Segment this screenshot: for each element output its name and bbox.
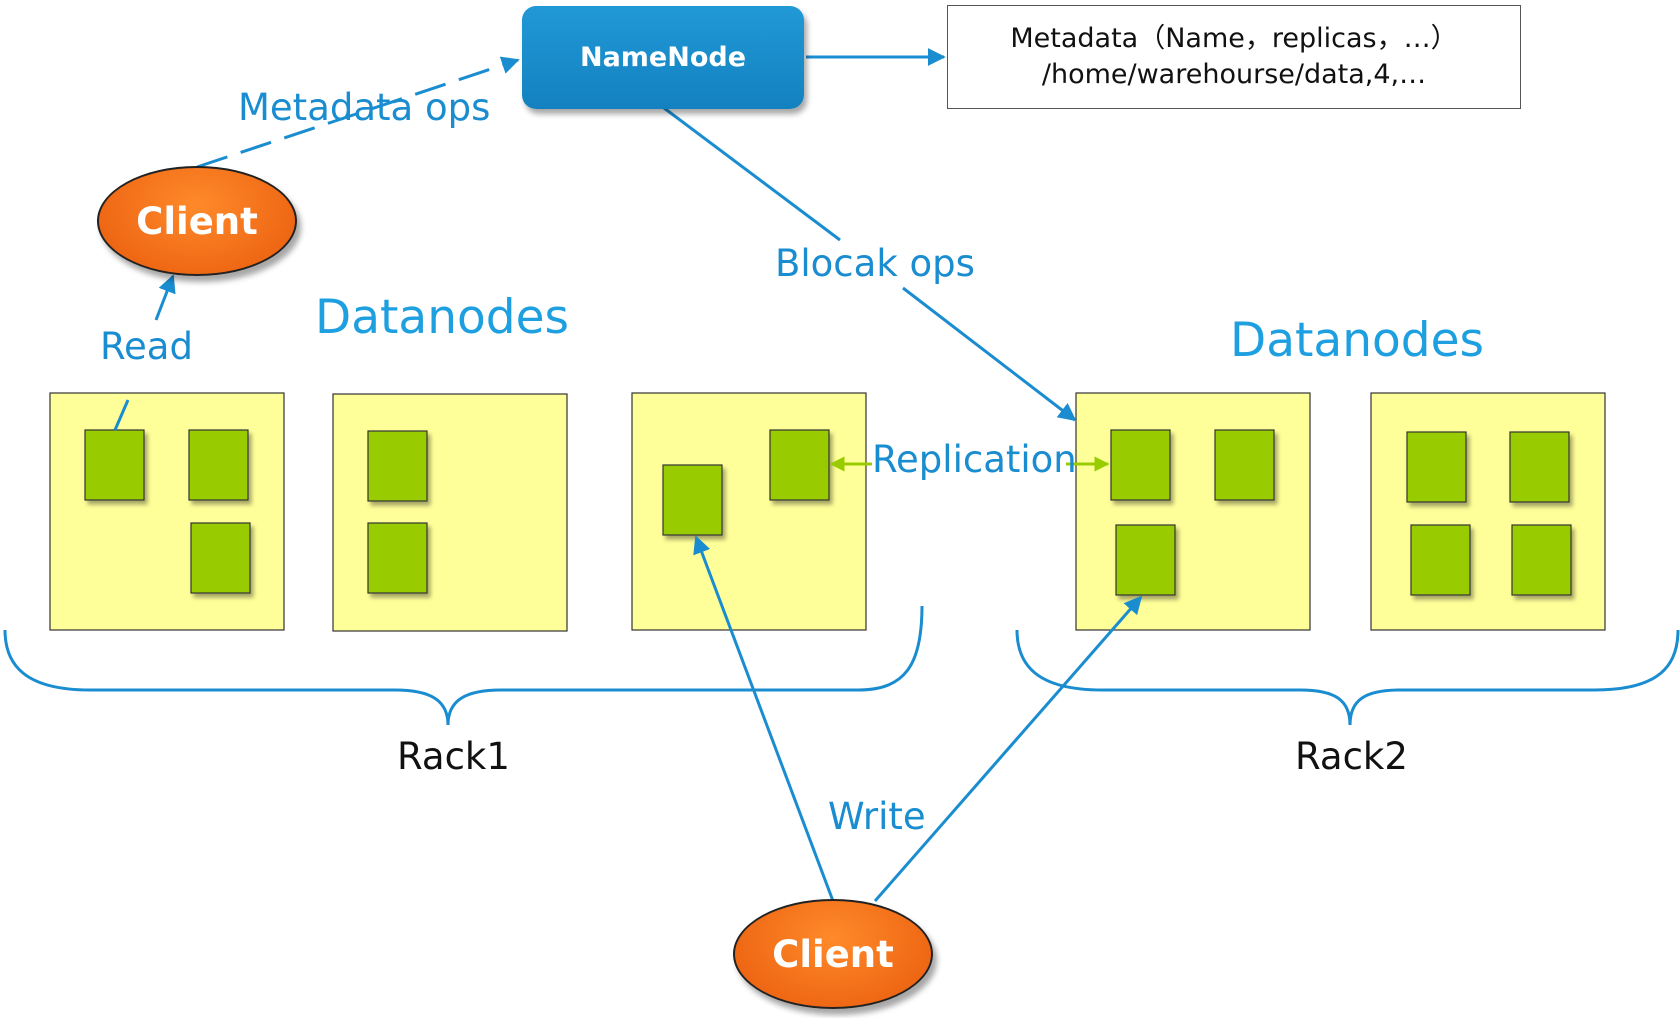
replication-label: Replication (872, 438, 1077, 481)
client-top: Client (97, 166, 297, 276)
client-bottom: Client (733, 899, 933, 1009)
block (1115, 524, 1176, 596)
block (662, 464, 723, 536)
read-arrow (154, 274, 176, 321)
datanode-rack1-2 (332, 393, 568, 632)
metadata-line2: /home/warehourse/data,4,… (1041, 59, 1427, 90)
client-top-label: Client (136, 199, 258, 243)
datanode-rack1-1 (49, 392, 285, 631)
rack1-label: Rack1 (397, 735, 510, 778)
read-label: Read (100, 325, 193, 368)
write-arrow-rack2 (873, 595, 1143, 902)
rack2-label: Rack2 (1295, 735, 1408, 778)
block (188, 429, 249, 501)
rack1-brace (3, 605, 924, 726)
block (367, 430, 428, 502)
block (1410, 524, 1471, 596)
block-ops-line-upper (663, 106, 841, 242)
client-bottom-label: Client (772, 932, 894, 976)
block (1110, 429, 1171, 501)
metadata-line1: Metadata（Name，replicas，…） (1010, 23, 1458, 54)
block (1214, 429, 1275, 501)
read-arrow-lower (113, 399, 130, 431)
block (769, 429, 830, 501)
block (1509, 431, 1570, 503)
write-arrow-rack1 (693, 535, 835, 902)
block-ops-label: Blocak ops (775, 242, 975, 285)
namenode-label: NameNode (579, 42, 747, 73)
block (190, 522, 251, 594)
block (84, 429, 145, 501)
datanodes-left-label: Datanodes (315, 290, 570, 345)
block (367, 522, 428, 594)
metadata-ops-label: Metadata ops (238, 86, 491, 129)
rack2-brace (1015, 629, 1680, 726)
namenode-node: NameNode (522, 6, 804, 109)
datanode-rack2-1 (1075, 392, 1311, 631)
metadata-ops-arrow (196, 56, 520, 169)
metadata-box: Metadata（Name，replicas，…） /home/warehour… (947, 5, 1521, 109)
datanodes-right-label: Datanodes (1230, 313, 1485, 368)
block (1511, 524, 1572, 596)
write-label: Write (828, 795, 926, 838)
block (1406, 431, 1467, 503)
block-ops-arrow (902, 286, 1077, 422)
